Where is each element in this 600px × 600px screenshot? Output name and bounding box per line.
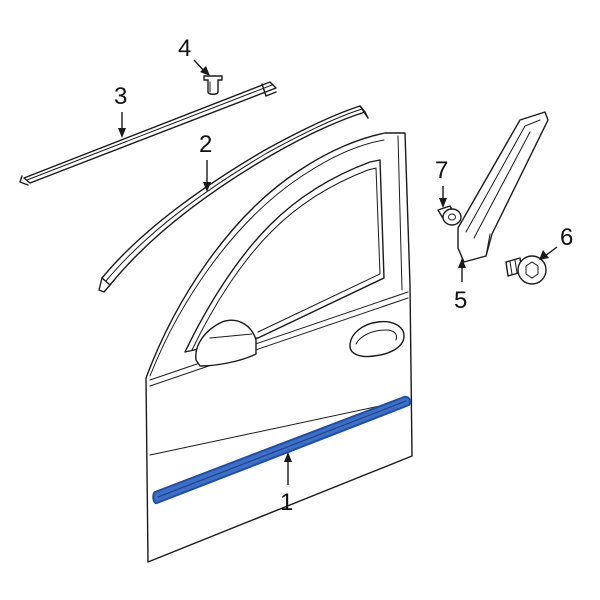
door-body-side-molding[interactable] bbox=[152, 395, 411, 504]
callout-2: 2 bbox=[199, 131, 212, 192]
molding-clip[interactable] bbox=[203, 75, 223, 95]
roof-drip-molding[interactable] bbox=[19, 81, 277, 186]
callout-1: 1 bbox=[280, 452, 293, 516]
callout-number-7: 7 bbox=[435, 157, 448, 184]
applique-screw[interactable] bbox=[505, 255, 547, 285]
callout-3: 3 bbox=[114, 83, 127, 138]
callout-number-6: 6 bbox=[560, 224, 573, 251]
callout-4: 4 bbox=[178, 35, 210, 76]
callout-number-4: 4 bbox=[178, 35, 191, 62]
callout-5: 5 bbox=[454, 258, 467, 314]
callout-number-1: 1 bbox=[280, 489, 293, 516]
callout-7: 7 bbox=[435, 157, 448, 208]
callout-number-5: 5 bbox=[454, 287, 467, 314]
callout-number-3: 3 bbox=[114, 83, 127, 110]
callout-number-2: 2 bbox=[199, 131, 212, 158]
retainer-nut[interactable] bbox=[437, 205, 462, 226]
door-frame-upper-molding[interactable] bbox=[98, 105, 369, 293]
callout-6: 6 bbox=[539, 224, 573, 260]
front-door-shell bbox=[145, 132, 413, 563]
pillar-applique[interactable] bbox=[457, 111, 549, 263]
